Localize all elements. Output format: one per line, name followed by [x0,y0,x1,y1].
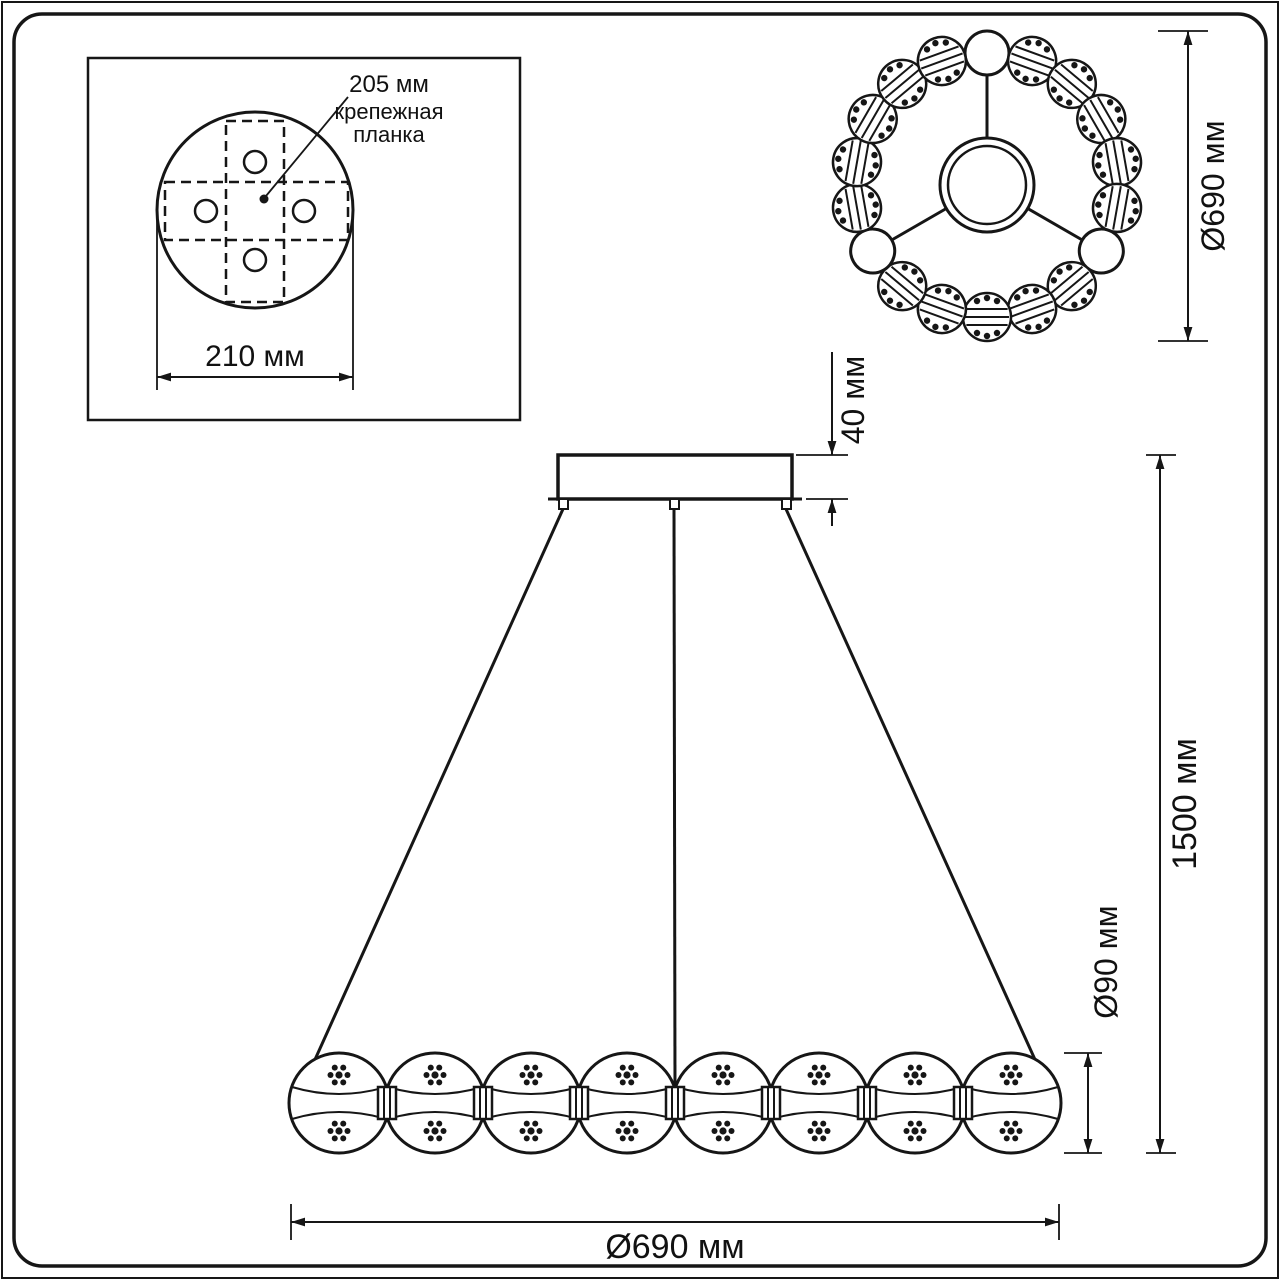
mounting-bracket-horizontal [163,180,350,242]
crystal-bead [1046,260,1098,312]
connector-sphere [963,29,1011,77]
dim-suspension-height: 1500 мм [1166,738,1204,870]
wire-mount-right [781,498,792,510]
crystal-bead [1091,136,1143,188]
crystal-bead [831,136,883,188]
crystal-bead [876,58,928,110]
crystal-bead [1006,283,1058,335]
crystal-sphere [959,1051,1063,1155]
sphere-connector [664,1085,686,1121]
front-view: 40 мм 1500 мм Ø90 мм Ø690 мм [287,352,1204,1266]
mounting-hole-right [291,198,317,224]
mounting-bracket-vertical [224,119,286,304]
label-bracket-line1: крепежная [334,99,443,124]
wire-mount-left [558,498,569,510]
mounting-hole-left [193,198,219,224]
sphere-connector [472,1085,494,1121]
crystal-bead [916,35,968,87]
crystal-bead [831,182,883,234]
label-bracket-line2: планка [353,122,425,147]
dim-ring-diameter: Ø690 мм [1195,120,1231,251]
sphere-connector [568,1085,590,1121]
crystal-sphere [479,1051,583,1155]
page-border-inner [12,12,1268,1268]
top-view: Ø690 мм [831,29,1231,343]
crystal-sphere [671,1051,775,1155]
sphere-row [287,1051,1063,1155]
mounting-plate-circle [155,110,355,310]
crystal-sphere [287,1051,391,1155]
mounting-hole-bottom [242,247,268,273]
wire-mount-center [669,498,680,510]
sphere-connector [952,1085,974,1121]
sphere-connector [856,1085,878,1121]
crystal-sphere [767,1051,871,1155]
center-ring-outer [938,136,1036,234]
crystal-bead [847,93,898,145]
crystal-bead [1091,182,1143,234]
dim-sphere-diameter: Ø90 мм [1088,905,1124,1018]
mounting-plate-inset: 205 мм крепежная планка 210 мм [86,56,522,422]
bead-ring [831,29,1143,343]
leader-line [265,96,349,197]
crystal-sphere [383,1051,487,1155]
center-ring-inner [946,144,1028,226]
crystal-sphere [863,1051,967,1155]
crystal-bead [1076,93,1127,145]
bracket-center-point [259,194,269,204]
dim-fixture-width: Ø690 мм [605,1228,744,1266]
sphere-connector [376,1085,398,1121]
suspension-wire-center [672,508,677,1091]
dim-canopy-height: 40 мм [835,356,871,444]
crystal-bead [916,283,968,335]
suspension-wire-right [784,508,1039,1065]
dim-plate-diameter: 210 мм [205,340,305,373]
inset-frame [86,56,522,422]
suspension-wire-left [311,508,565,1065]
sphere-connector [760,1085,782,1121]
crystal-bead [961,291,1013,343]
mounting-hole-top [242,149,268,175]
dim-bracket-length: 205 мм [349,71,429,98]
crystal-sphere [575,1051,679,1155]
canopy [556,453,794,501]
